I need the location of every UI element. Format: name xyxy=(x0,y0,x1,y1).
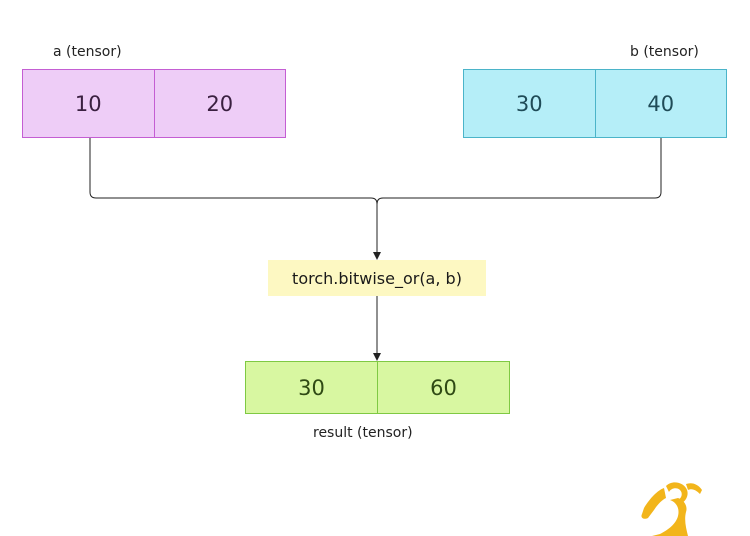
operation-box: torch.bitwise_or(a, b) xyxy=(268,260,486,296)
result-cell-1: 60 xyxy=(377,362,509,413)
tensor-b-cell-1: 40 xyxy=(594,70,727,137)
connector-b-to-join xyxy=(376,138,662,205)
tensor-a-cell-0: 10 xyxy=(74,91,102,116)
tensor-b-label: b (tensor) xyxy=(630,44,699,60)
tensor-a-box: 10 20 xyxy=(22,69,286,138)
result-label: result (tensor) xyxy=(313,425,413,441)
result-cell-0: 30 xyxy=(298,375,325,400)
tensor-a-label: a (tensor) xyxy=(53,44,122,60)
tensor-b-box: 30 40 xyxy=(463,69,727,138)
result-tensor-box: 30 60 xyxy=(245,361,510,414)
connector-a-to-join xyxy=(89,138,378,205)
tensor-a-cell-1: 20 xyxy=(153,70,286,137)
tensor-b-cell-0: 30 xyxy=(515,91,543,116)
dancer-logo-icon xyxy=(641,482,702,536)
